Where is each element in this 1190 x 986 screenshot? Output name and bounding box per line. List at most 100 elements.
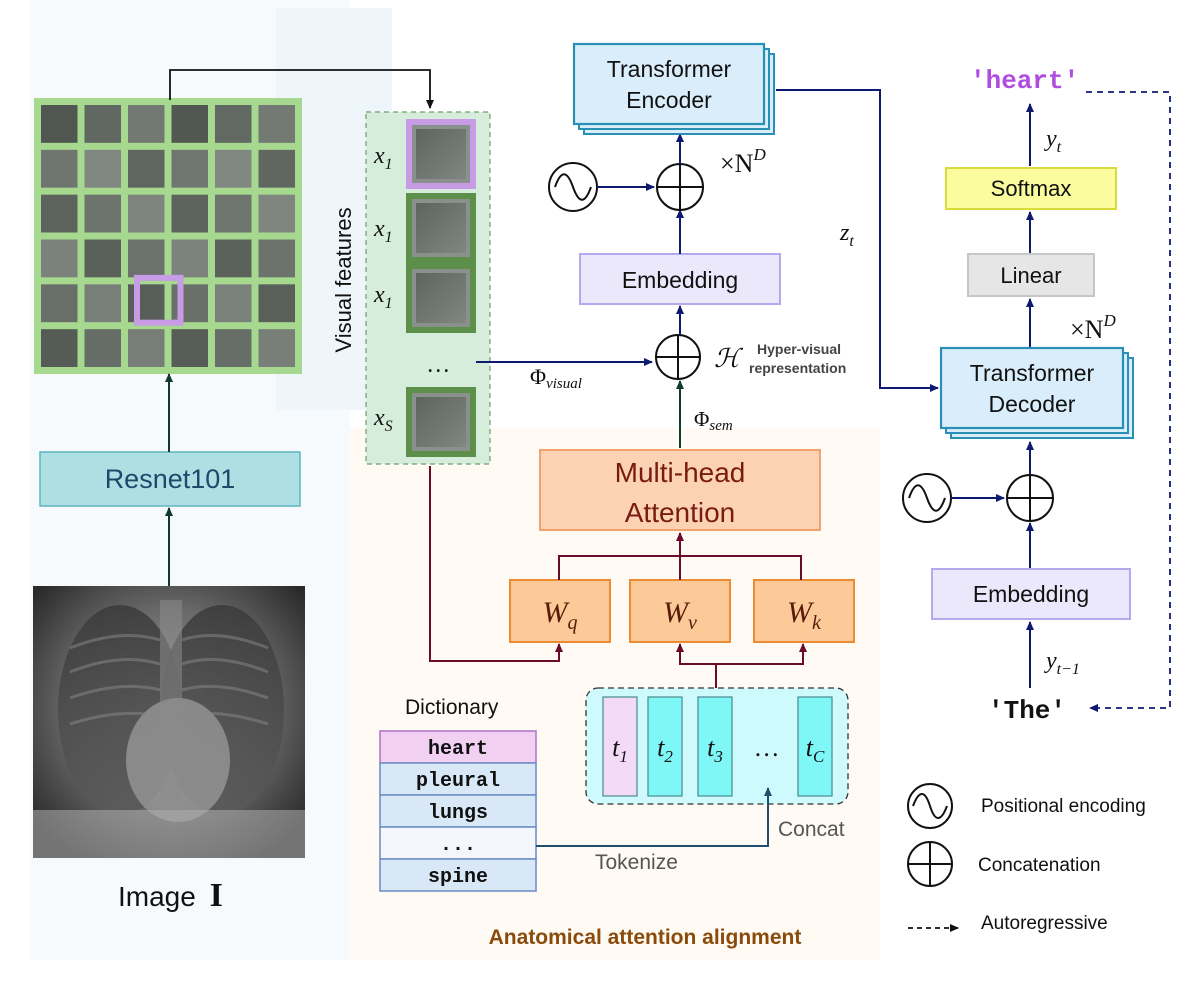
phi-visual-label: Φvisual bbox=[530, 364, 582, 392]
concat-circle-encoder bbox=[656, 163, 704, 211]
token-label: tC bbox=[806, 733, 825, 766]
legend-positional-label: Positional encoding bbox=[981, 796, 1146, 817]
grid-cell bbox=[258, 284, 295, 323]
weight-label: Wk bbox=[787, 596, 822, 634]
grid-cell bbox=[171, 284, 208, 323]
concat-circle-decoder bbox=[1006, 474, 1054, 522]
token-label: t1 bbox=[612, 733, 628, 766]
dictionary-entry-label: ... bbox=[440, 834, 476, 857]
hyper-visual-line1: Hyper-visual bbox=[757, 341, 841, 357]
feature-tile-texture bbox=[416, 129, 466, 179]
feature-tile-texture bbox=[416, 397, 466, 447]
grid-cell bbox=[171, 149, 208, 188]
y-prev-label: yt−1 bbox=[1044, 648, 1080, 678]
feature-label: xS bbox=[373, 405, 393, 435]
positional-encoding-encoder-icon bbox=[548, 162, 598, 212]
grid-cell bbox=[41, 329, 78, 367]
phi-sem-label: Φsem bbox=[694, 407, 733, 434]
arrow-grid-to-features bbox=[169, 69, 434, 109]
token-panel: t1 t2 t3 … tC bbox=[585, 687, 849, 805]
grid-cell bbox=[128, 149, 165, 188]
grid-cell bbox=[215, 329, 252, 367]
z-t-label: zt bbox=[839, 220, 854, 250]
arrow-dictionary-to-tokens bbox=[536, 787, 772, 847]
visual-features-label: Visual features bbox=[331, 207, 356, 352]
grid-cell bbox=[215, 239, 252, 278]
grid-cell bbox=[215, 284, 252, 323]
hyper-visual-symbol: ℋ bbox=[714, 344, 744, 373]
token-label: … bbox=[755, 733, 778, 762]
decoder-label-line2: Decoder bbox=[989, 391, 1076, 417]
softmax-block: Softmax bbox=[945, 167, 1117, 210]
tokenize-label: Tokenize bbox=[595, 851, 678, 874]
grid-cell bbox=[258, 149, 295, 188]
grid-cell bbox=[41, 149, 78, 188]
grid-cell bbox=[215, 105, 252, 143]
legend-concat-icon bbox=[907, 841, 953, 887]
dictionary-entry-label: pleural bbox=[416, 770, 500, 793]
embedding-decoder-block: Embedding bbox=[931, 568, 1131, 620]
grid-cell bbox=[215, 194, 252, 233]
grid-cell bbox=[84, 239, 121, 278]
grid-cell bbox=[84, 329, 121, 367]
grid-cell bbox=[84, 105, 121, 143]
token-bar bbox=[697, 696, 733, 797]
grid-cell bbox=[258, 239, 295, 278]
token-bar bbox=[797, 696, 833, 797]
concat-circle-hyper bbox=[655, 334, 701, 380]
encoder-label-line2: Encoder bbox=[626, 87, 712, 113]
grid-cell bbox=[41, 105, 78, 143]
grid-cell bbox=[84, 194, 121, 233]
token-label: t3 bbox=[707, 733, 723, 766]
grid-cell-highlight bbox=[134, 274, 184, 326]
grid-cell bbox=[258, 105, 295, 143]
feature-label: x1 bbox=[373, 143, 393, 173]
linear-label: Linear bbox=[1000, 263, 1061, 288]
dictionary-entry-label: heart bbox=[428, 738, 488, 761]
embedding-encoder-block: Embedding bbox=[579, 253, 781, 305]
resnet-block: Resnet101 bbox=[39, 451, 301, 507]
token-bar bbox=[647, 696, 683, 797]
grid-cell bbox=[41, 284, 78, 323]
input-xray-image bbox=[33, 586, 305, 858]
grid-cell bbox=[84, 149, 121, 188]
embedding-decoder-label: Embedding bbox=[973, 581, 1089, 607]
grid-cell bbox=[128, 194, 165, 233]
dictionary-entry bbox=[379, 858, 537, 892]
grid-cell bbox=[41, 194, 78, 233]
transformer-decoder-block: Transformer Decoder bbox=[939, 346, 1134, 439]
autoregressive-loop-arrow bbox=[1086, 91, 1171, 712]
encoder-repeat-label: ×ND bbox=[720, 145, 766, 178]
encoder-label-line1: Transformer bbox=[607, 56, 732, 82]
arrow-features-to-wq bbox=[429, 466, 563, 662]
input-word: 'The' bbox=[988, 696, 1066, 726]
grid-cell bbox=[171, 194, 208, 233]
grid-cell bbox=[215, 149, 252, 188]
grid-cell bbox=[258, 194, 295, 233]
feature-label: x1 bbox=[373, 282, 393, 312]
dictionary-entry bbox=[379, 826, 537, 860]
grid-cell bbox=[171, 105, 208, 143]
decoder-repeat-label: ×ND bbox=[1070, 311, 1116, 344]
token-label: t2 bbox=[657, 733, 673, 766]
multi-head-attention-block: Multi-head Attention bbox=[539, 449, 821, 531]
arrow-encoder-to-decoder bbox=[776, 89, 939, 392]
feature-grid-image bbox=[34, 98, 302, 374]
feature-label: x1 bbox=[373, 216, 393, 246]
grid-cell bbox=[128, 105, 165, 143]
linear-block: Linear bbox=[967, 253, 1095, 297]
softmax-label: Softmax bbox=[991, 176, 1072, 201]
weight-block-v bbox=[629, 579, 731, 643]
weight-label: Wq bbox=[543, 596, 578, 634]
embedding-encoder-label: Embedding bbox=[622, 267, 738, 293]
weight-block-k bbox=[753, 579, 855, 643]
legend-positional-icon bbox=[907, 783, 953, 829]
dictionary-entry-label: spine bbox=[428, 866, 488, 889]
anatomical-alignment-label: Anatomical attention alignment bbox=[489, 926, 802, 949]
concat-label: Concat bbox=[778, 818, 845, 841]
